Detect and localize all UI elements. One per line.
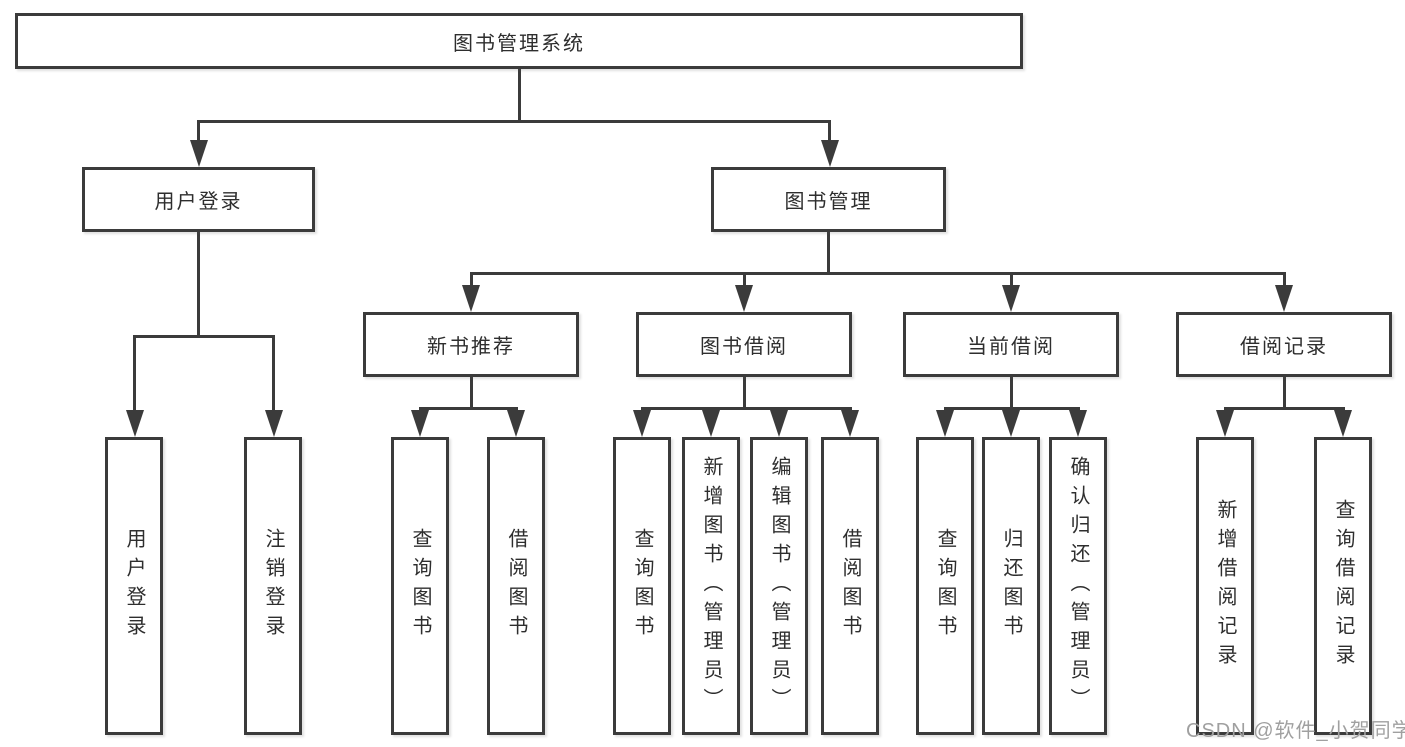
node-leaf-confirm-return-admin: 确认归还（管理员） (1049, 437, 1107, 735)
node-leaf-query-books-3: 查询图书 (916, 437, 974, 735)
connector-line (641, 407, 852, 410)
node-leaf-borrow-books-1: 借阅图书 (487, 437, 545, 735)
connector-line (743, 377, 746, 407)
arrowhead-icon (1002, 285, 1020, 312)
node-leaf-logout: 注销登录 (244, 437, 302, 735)
arrowhead-icon (821, 140, 839, 167)
arrowhead-icon (190, 140, 208, 167)
connector-line (1283, 272, 1286, 290)
arrowhead-icon (1002, 410, 1020, 437)
arrowhead-icon (1069, 410, 1087, 437)
connector-line (197, 120, 200, 145)
node-leaf-return-books: 归还图书 (982, 437, 1040, 735)
arrowhead-icon (936, 410, 954, 437)
arrowhead-icon (633, 410, 651, 437)
connector-line (1224, 407, 1345, 410)
connector-line (1010, 377, 1013, 407)
arrowhead-icon (702, 410, 720, 437)
arrowhead-icon (1216, 410, 1234, 437)
node-leaf-query-borrow-record: 查询借阅记录 (1314, 437, 1372, 735)
node-leaf-borrow-books-2: 借阅图书 (821, 437, 879, 735)
arrowhead-icon (841, 410, 859, 437)
arrowhead-icon (462, 285, 480, 312)
connector-line (197, 120, 831, 123)
arrowhead-icon (411, 410, 429, 437)
arrowhead-icon (126, 410, 144, 437)
node-leaf-add-books-admin: 新增图书（管理员） (682, 437, 740, 735)
connector-line (470, 272, 473, 290)
arrowhead-icon (770, 410, 788, 437)
node-leaf-query-books-1: 查询图书 (391, 437, 449, 735)
connector-line (419, 407, 518, 410)
connector-line (470, 377, 473, 407)
connector-line (827, 232, 830, 272)
connector-line (743, 272, 746, 290)
connector-line (470, 272, 1285, 275)
node-leaf-query-books-2: 查询图书 (613, 437, 671, 735)
node-root: 图书管理系统 (15, 13, 1023, 69)
node-current-borrow: 当前借阅 (903, 312, 1119, 377)
connector-line (197, 232, 200, 335)
node-leaf-edit-books-admin: 编辑图书（管理员） (750, 437, 808, 735)
connector-line (133, 335, 275, 338)
node-borrow-records: 借阅记录 (1176, 312, 1392, 377)
csdn-watermark: CSDN @软件_小贺同学 (1186, 720, 1405, 742)
arrowhead-icon (1275, 285, 1293, 312)
connector-line (133, 335, 136, 413)
node-user-login: 用户登录 (82, 167, 315, 232)
arrowhead-icon (507, 410, 525, 437)
node-new-book-recommend: 新书推荐 (363, 312, 579, 377)
node-leaf-user-login: 用户登录 (105, 437, 163, 735)
node-book-borrow: 图书借阅 (636, 312, 852, 377)
connector-line (518, 69, 521, 122)
arrowhead-icon (735, 285, 753, 312)
node-book-management: 图书管理 (711, 167, 946, 232)
connector-line (272, 335, 275, 413)
connector-line (828, 120, 831, 145)
connector-line (1283, 377, 1286, 407)
connector-line (1010, 272, 1013, 290)
arrowhead-icon (1334, 410, 1352, 437)
node-leaf-add-borrow-record: 新增借阅记录 (1196, 437, 1254, 735)
arrowhead-icon (265, 410, 283, 437)
